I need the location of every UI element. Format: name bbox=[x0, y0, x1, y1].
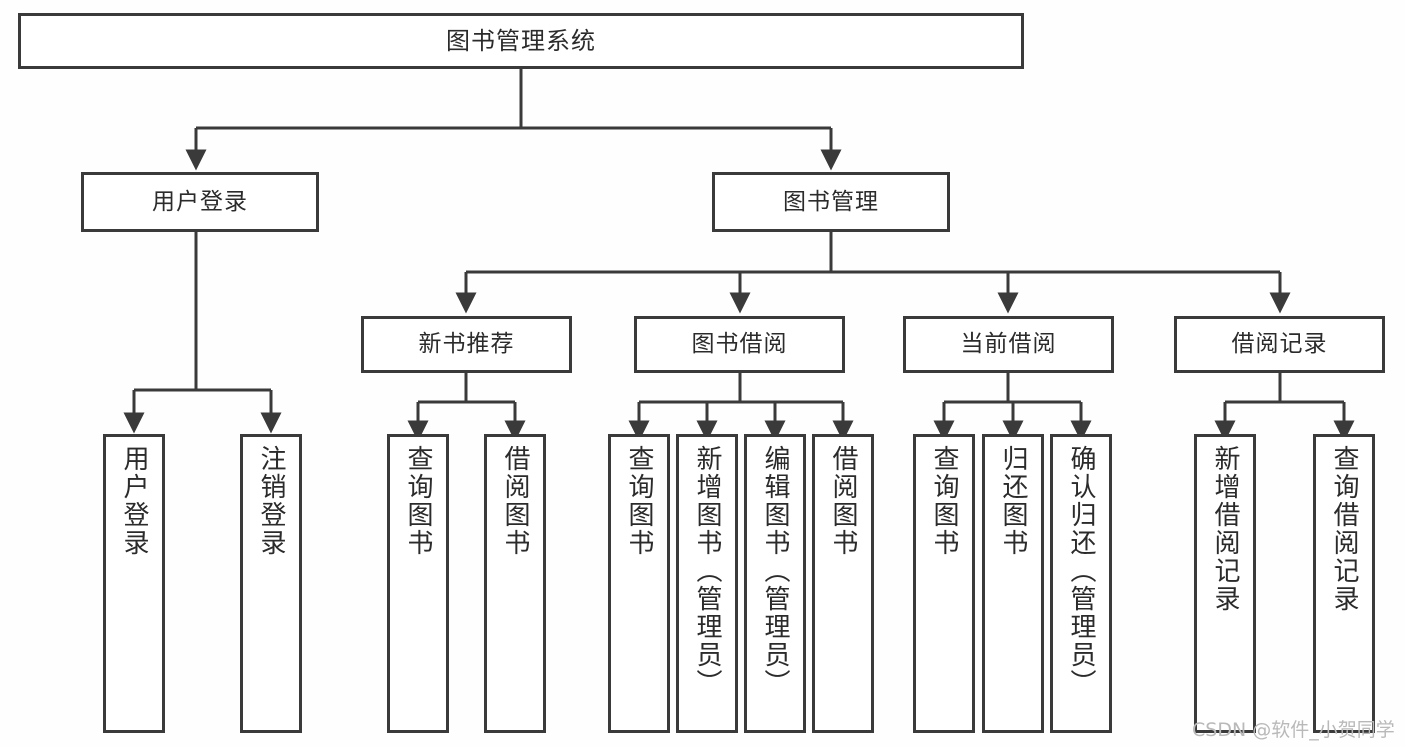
node-label: 新书推荐 bbox=[418, 331, 515, 357]
node-label: 新增图书（管理员） bbox=[692, 445, 723, 697]
leaf-query-book-borrow[interactable]: 查询图书 bbox=[608, 434, 670, 733]
leaf-return-book[interactable]: 归还图书 bbox=[982, 434, 1044, 733]
leaf-query-book-recommend[interactable]: 查询图书 bbox=[387, 434, 449, 733]
node-label: 注销登录 bbox=[256, 445, 287, 557]
node-new-book-recommend[interactable]: 新书推荐 bbox=[361, 316, 572, 373]
node-label: 借阅图书 bbox=[828, 445, 859, 557]
node-borrow-records[interactable]: 借阅记录 bbox=[1174, 316, 1385, 373]
node-label: 图书管理 bbox=[783, 188, 879, 215]
leaf-query-borrow-record[interactable]: 查询借阅记录 bbox=[1313, 434, 1375, 733]
leaf-query-book-current[interactable]: 查询图书 bbox=[913, 434, 975, 733]
leaf-logout[interactable]: 注销登录 bbox=[240, 434, 302, 733]
leaf-edit-book-admin[interactable]: 编辑图书（管理员） bbox=[744, 434, 806, 733]
node-label: 查询借阅记录 bbox=[1329, 445, 1360, 613]
leaf-borrow-book[interactable]: 借阅图书 bbox=[812, 434, 874, 733]
leaf-user-login[interactable]: 用户登录 bbox=[103, 434, 165, 733]
node-root-book-management-system[interactable]: 图书管理系统 bbox=[18, 13, 1024, 69]
watermark-text: CSDN @软件_小贺同学 bbox=[1192, 719, 1395, 741]
node-label: 图书借阅 bbox=[691, 331, 788, 357]
node-label: 编辑图书（管理员） bbox=[760, 445, 791, 697]
node-label: 查询图书 bbox=[403, 445, 434, 557]
node-label: 图书管理系统 bbox=[446, 27, 596, 55]
node-label: 当前借阅 bbox=[960, 331, 1057, 357]
node-label: 借阅图书 bbox=[500, 445, 531, 557]
node-book-management[interactable]: 图书管理 bbox=[712, 172, 950, 232]
node-label: 新增借阅记录 bbox=[1210, 445, 1241, 613]
node-label: 查询图书 bbox=[929, 445, 960, 557]
node-label: 归还图书 bbox=[998, 445, 1029, 557]
node-user-login[interactable]: 用户登录 bbox=[81, 172, 319, 232]
leaf-borrow-book-recommend[interactable]: 借阅图书 bbox=[484, 434, 546, 733]
leaf-confirm-return-admin[interactable]: 确认归还（管理员） bbox=[1050, 434, 1112, 733]
node-current-borrow[interactable]: 当前借阅 bbox=[903, 316, 1114, 373]
leaf-add-book-admin[interactable]: 新增图书（管理员） bbox=[676, 434, 738, 733]
leaf-add-borrow-record[interactable]: 新增借阅记录 bbox=[1194, 434, 1256, 733]
node-label: 用户登录 bbox=[119, 445, 150, 557]
node-book-borrow[interactable]: 图书借阅 bbox=[634, 316, 845, 373]
node-label: 确认归还（管理员） bbox=[1066, 445, 1097, 697]
node-label: 借阅记录 bbox=[1231, 331, 1328, 357]
node-label: 用户登录 bbox=[152, 188, 248, 215]
node-label: 查询图书 bbox=[624, 445, 655, 557]
